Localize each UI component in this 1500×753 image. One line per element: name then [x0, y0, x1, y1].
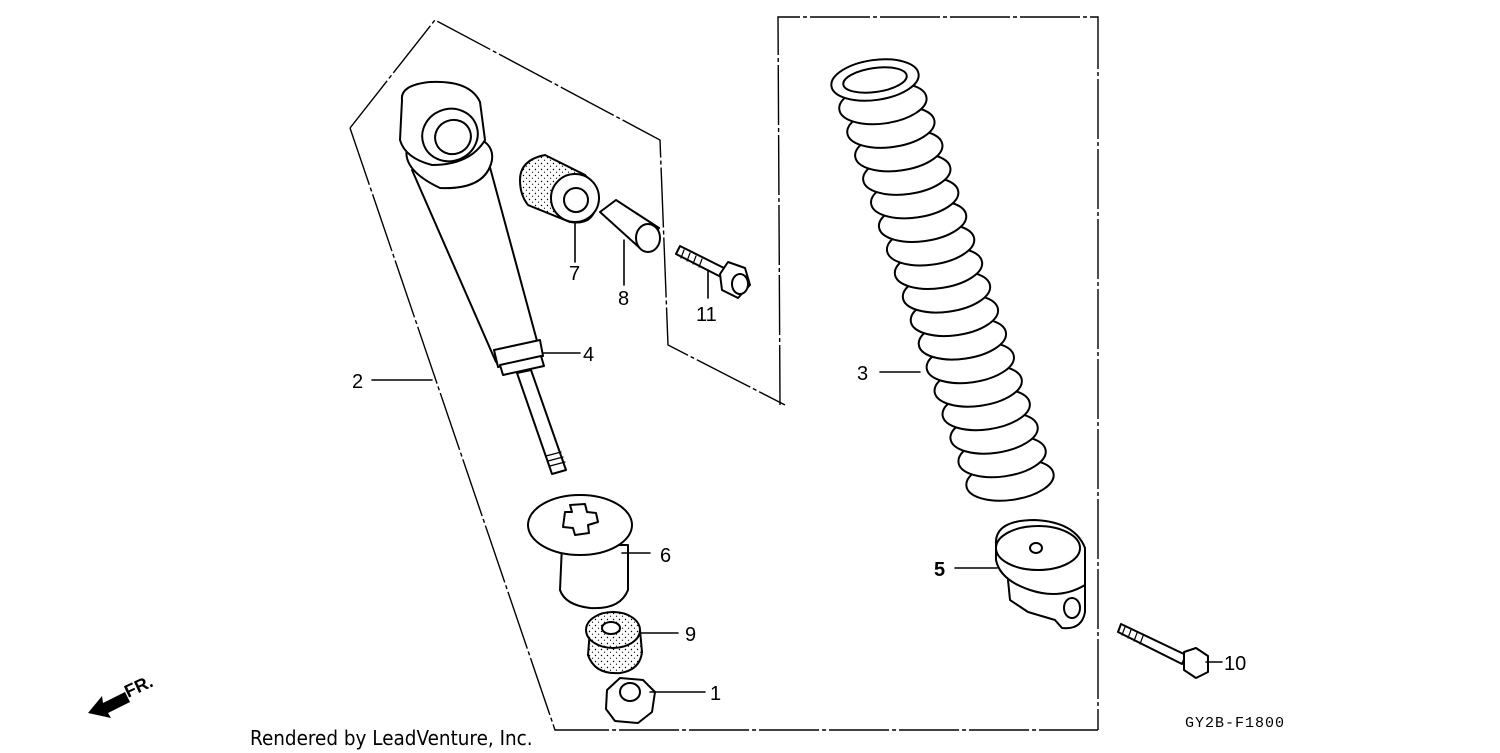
callout-1: 1 — [710, 683, 721, 705]
leader-lines — [371, 221, 1223, 693]
spring-seat[interactable] — [994, 519, 1086, 630]
callout-7: 7 — [569, 263, 580, 285]
lock-nut[interactable] — [605, 677, 656, 724]
diagram-code: GY2B-F1800 — [1185, 715, 1285, 732]
callout-2: 2 — [352, 371, 363, 393]
callout-6: 6 — [660, 545, 671, 567]
spring-top-opening — [842, 66, 908, 94]
callout-4: 4 — [583, 344, 594, 366]
callout-10: 10 — [1224, 653, 1246, 675]
upper-bolt[interactable] — [675, 245, 751, 299]
damper-body[interactable] — [399, 80, 567, 475]
callout-5: 5 — [934, 559, 945, 581]
credit-text: Rendered by LeadVenture, Inc. — [250, 726, 533, 750]
front-arrow-icon — [88, 692, 130, 718]
spring-group-frame — [777, 16, 1099, 730]
coil-spring[interactable] — [829, 54, 1057, 506]
callout-3: 3 — [857, 363, 868, 385]
collar[interactable] — [599, 199, 661, 253]
callout-11: 11 — [696, 304, 717, 326]
shock-assembly-frame — [349, 19, 1098, 731]
rubber-cushion[interactable] — [585, 611, 644, 675]
lower-bolt[interactable] — [1117, 623, 1209, 679]
callout-8: 8 — [618, 288, 629, 310]
rod-thread — [545, 451, 566, 467]
lower-mount[interactable] — [527, 494, 633, 610]
callout-9: 9 — [685, 624, 696, 646]
bushing[interactable] — [518, 153, 600, 224]
